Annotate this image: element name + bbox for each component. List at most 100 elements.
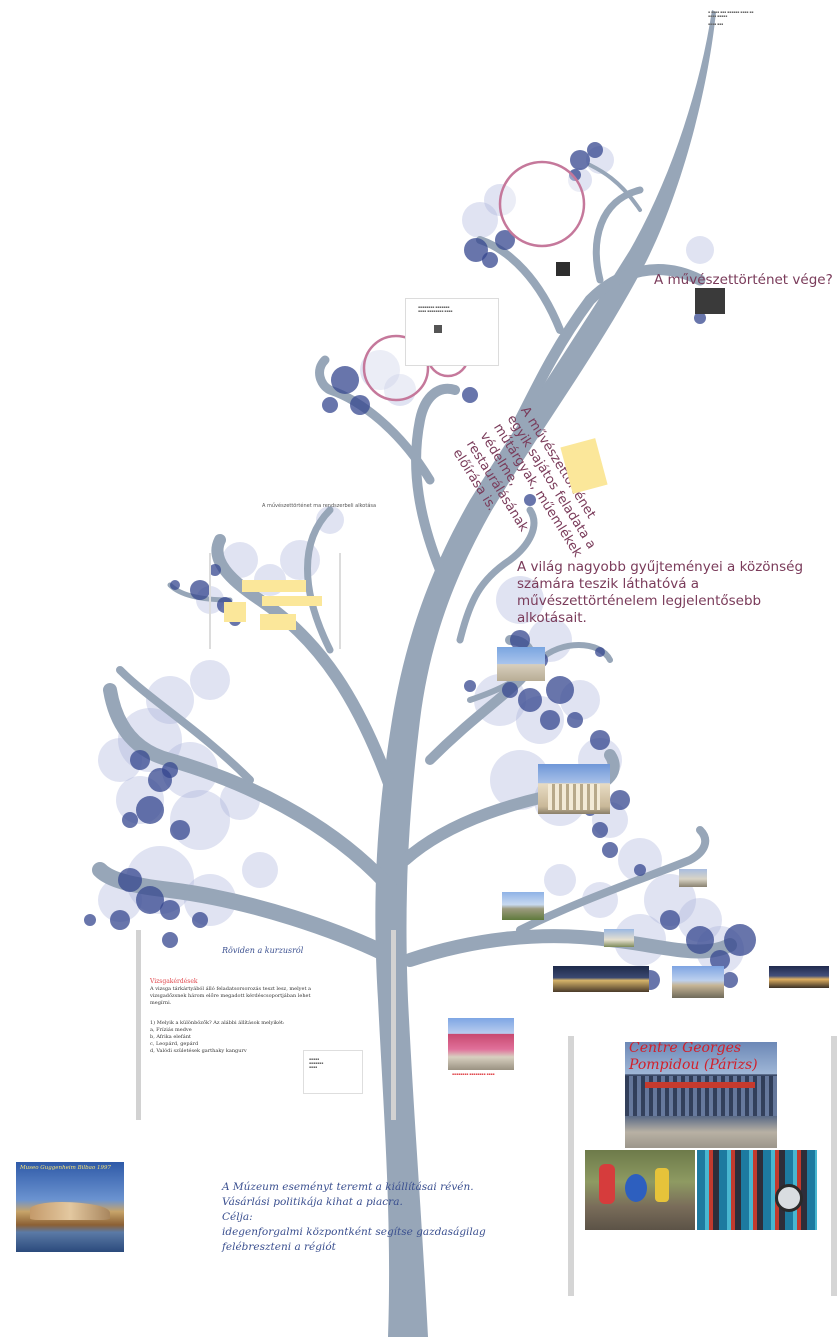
- exam-mini-slide[interactable]: ▪▪▪▪▪▪▪▪▪▪▪▪▪▪▪▪: [303, 1050, 363, 1094]
- sticky-note[interactable]: [262, 596, 322, 606]
- louvre-night-photo[interactable]: [769, 966, 829, 988]
- sculpture-red: [599, 1164, 615, 1204]
- bubble-dark: [495, 230, 515, 250]
- bubble-dark: [502, 682, 518, 698]
- bubble-dark: [567, 712, 583, 728]
- museum-photo-night[interactable]: [553, 966, 649, 992]
- met-caption: ▪▪▪▪▪▪▪▪ ▪▪▪▪▪▪▪▪ ▪▪▪▪: [452, 1072, 495, 1076]
- branch-left-mid: [103, 683, 399, 897]
- zoom-ring[interactable]: [498, 160, 586, 248]
- bubble-dark: [350, 395, 370, 415]
- fountain-photo[interactable]: [585, 1150, 695, 1230]
- slide-frame-thumb: [434, 325, 442, 333]
- museum-photo-4[interactable]: [679, 869, 707, 887]
- exam-option: d, Valódi születések garthaky kangurv: [150, 1048, 247, 1054]
- museum-photo-5[interactable]: [604, 929, 634, 947]
- branch-left-upper-twig: [304, 506, 334, 654]
- bubble-dark: [162, 932, 178, 948]
- bubble-light: [496, 576, 544, 624]
- bubble-dark: [464, 680, 476, 692]
- branch-top-twig: [588, 163, 642, 212]
- bubble-cluster-front: [84, 142, 756, 998]
- bubble-dark: [590, 730, 610, 750]
- collections-statement-text: A világ nagyobb gyűjteményei a közönség …: [517, 559, 804, 626]
- dark-thumbnail-small[interactable]: [556, 262, 570, 276]
- exam-option: c, Leopárd, gepárd: [150, 1041, 199, 1047]
- pompidou-red-pipe: [645, 1082, 755, 1088]
- pompidou-title: Centre Georges Pompidou (Párizs): [629, 1042, 758, 1073]
- branch-ring-left: [315, 355, 435, 485]
- guggenheim-photo[interactable]: Museo Guggenheim Bilbao 1997: [16, 1162, 124, 1252]
- branch-caption: A művészettörténet ma rendszerbeli alkot…: [262, 503, 377, 509]
- sticky-note[interactable]: [224, 602, 246, 622]
- bubble-light: [544, 864, 576, 896]
- bubble-dark: [162, 762, 178, 778]
- top-note-text: ▪ ▪▪▪▪ ▪▪▪ ▪▪▪▪▪▪ ▪▪▪▪ ▪▪▪▪▪▪ ▪▪▪▪▪▪▪▪▪ …: [708, 10, 754, 26]
- bubble-light: [678, 898, 722, 942]
- guggenheim-building: [30, 1202, 110, 1220]
- exam-options: a, Fríziás medve b, Afrika elefánt c, Le…: [150, 1027, 247, 1055]
- pompidou-photo[interactable]: Centre Georges Pompidou (Párizs): [625, 1042, 777, 1148]
- sticky-note[interactable]: [242, 580, 306, 592]
- bubble-dark: [524, 494, 536, 506]
- bubble-dark: [136, 886, 164, 914]
- bubble-light: [190, 660, 230, 700]
- bubble-dark: [510, 630, 530, 650]
- branch-center-ring: [411, 383, 460, 575]
- bubble-dark: [660, 910, 680, 930]
- bubble-dark: [209, 564, 221, 576]
- bubble-light: [686, 236, 714, 264]
- bubble-dark: [570, 150, 590, 170]
- bubble-dark: [546, 676, 574, 704]
- pompidou-pipes-photo[interactable]: [697, 1150, 817, 1230]
- met-museum-photo[interactable]: [448, 1018, 514, 1070]
- bubble-dark: [587, 142, 603, 158]
- bubble-light: [98, 738, 142, 782]
- bubble-dark: [322, 397, 338, 413]
- bubble-dark: [602, 842, 618, 858]
- tree-trunk: [375, 10, 716, 1337]
- bubble-dark: [482, 252, 498, 268]
- bubble-dark: [694, 312, 706, 324]
- bubble-dark: [130, 750, 150, 770]
- museum-statement: A Múzeum eseményt teremt a kiállításai r…: [222, 1181, 486, 1253]
- bubble-dark: [722, 972, 738, 988]
- exam-option: a, Fríziás medve: [150, 1027, 192, 1033]
- about-course-heading: Röviden a kurzusról: [222, 946, 304, 955]
- museum-photo-6[interactable]: [672, 966, 724, 998]
- bubble-light: [242, 852, 278, 888]
- slide-frame-text: ▪▪▪▪▪▪▪▪ ▪▪▪▪▪▪▪▪▪▪▪ ▪▪▪▪▪▪▪▪ ▪▪▪▪: [418, 305, 453, 313]
- bubble-light: [146, 676, 194, 724]
- exam-heading: Vizsgakérdések: [150, 978, 198, 985]
- bubble-dark: [170, 580, 180, 590]
- bubble-dark: [610, 790, 630, 810]
- museum-photo-3[interactable]: [502, 892, 544, 920]
- bracket-frame-pompidou: [568, 1036, 837, 1296]
- branch-right-lower-twig: [516, 826, 710, 934]
- museum-columns: [548, 784, 600, 810]
- slide-frame-small[interactable]: ▪▪▪▪▪▪▪▪ ▪▪▪▪▪▪▪▪▪▪▪ ▪▪▪▪▪▪▪▪ ▪▪▪▪: [405, 298, 499, 366]
- bubble-dark: [462, 387, 478, 403]
- bracket-frame-exam: [136, 930, 396, 1120]
- sculpture-blue: [625, 1174, 647, 1202]
- bubble-dark: [686, 926, 714, 954]
- dark-thumbnail[interactable]: [695, 288, 725, 314]
- exam-question: 1) Melyik a különbözők? Az alábbi állítá…: [150, 1020, 285, 1026]
- museum-photo-2[interactable]: [538, 764, 610, 814]
- branch-right-lower: [403, 929, 737, 967]
- museum-photo-1[interactable]: [497, 647, 545, 681]
- bubble-dark: [136, 796, 164, 824]
- bubble-light: [462, 202, 498, 238]
- bubble-dark: [122, 812, 138, 828]
- exam-option: b, Afrika elefánt: [150, 1034, 191, 1040]
- branch-right-top-twig: [456, 506, 538, 644]
- exam-intro: A vizsga tárkártyából álló feladatsorsor…: [150, 986, 312, 1006]
- sticky-note[interactable]: [260, 614, 296, 630]
- bubble-light: [360, 350, 400, 390]
- pipe-vent: [775, 1184, 803, 1212]
- bubble-light: [644, 874, 696, 926]
- branch-upper-left: [476, 236, 564, 334]
- bubble-dark: [331, 366, 359, 394]
- branch-left-mid-twig: [116, 666, 254, 784]
